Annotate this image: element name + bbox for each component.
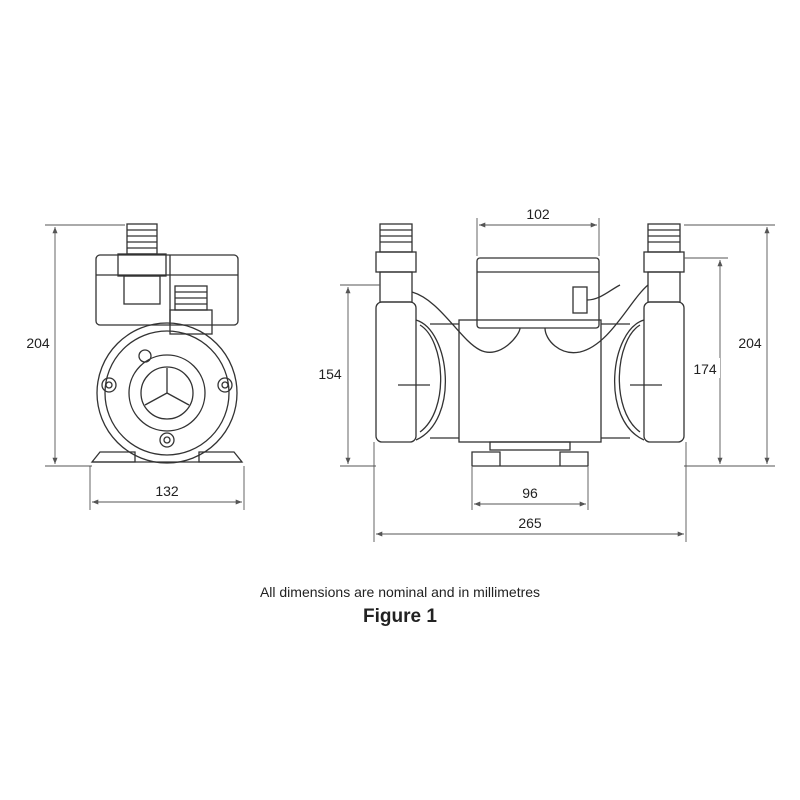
side-control-box: [476, 257, 600, 329]
side-right-pump-head: [643, 301, 685, 443]
front-view-pump: [90, 223, 244, 464]
front-foot-left: [90, 451, 136, 463]
side-outlet-height-label: 174: [693, 361, 717, 377]
side-right-fitting: [647, 223, 681, 253]
side-overall-length-label: 265: [518, 515, 542, 531]
side-left-pump-head: [375, 301, 417, 443]
figure-label: Figure 1: [363, 606, 437, 627]
front-foot-right: [198, 451, 244, 463]
dimensions-note: All dimensions are nominal and in millim…: [259, 584, 541, 600]
front-top-union: [117, 253, 167, 277]
side-view-dimensions: [340, 218, 775, 542]
front-top-fitting: [126, 223, 158, 255]
side-overall-height-label: 204: [738, 335, 762, 351]
side-left-fitting: [379, 223, 413, 253]
side-motor-body: [458, 319, 602, 443]
side-inlet-height-label: 154: [318, 366, 342, 382]
front-width-dimension-label: 132: [155, 483, 179, 499]
side-foot-left: [471, 451, 501, 466]
side-foot-spacing-label: 96: [522, 485, 538, 501]
front-control-box: [95, 254, 239, 326]
front-pump-body: [96, 322, 238, 464]
side-foot-right: [559, 451, 589, 466]
side-control-box-width-label: 102: [526, 206, 550, 222]
side-view-pump: [375, 223, 685, 467]
front-view-dimensions: [45, 224, 245, 510]
front-height-dimension-label: 204: [26, 335, 50, 351]
